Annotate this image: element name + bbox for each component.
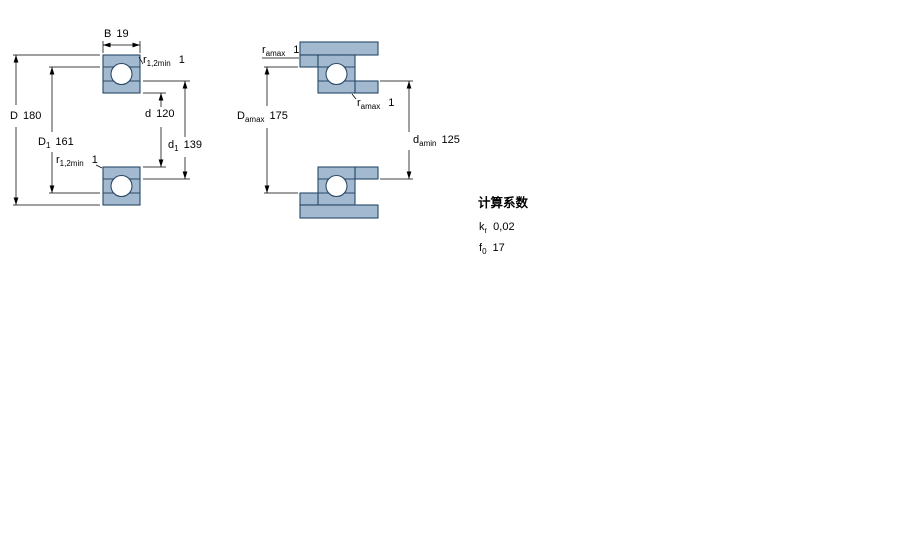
leader-r12-top [138,56,144,65]
housing-shoulder-top [299,54,319,68]
housing-band-top [299,41,379,56]
shaft-shoulder-top [354,80,379,94]
bearing-geometry-stroke [102,41,379,219]
housing-shoulder-bottom [299,192,319,206]
right-ball-bottom [325,174,348,198]
bearing-geometry [102,41,379,219]
right-ball-top [325,62,348,86]
housing-band-bottom [299,204,379,219]
calc-factors-title: 计算系数 [478,195,529,210]
left-ball-top [110,62,133,86]
dimension-lines [13,41,413,206]
leader-r12-bottom [95,164,103,169]
right-bearing-top-half [317,54,356,94]
shaft-shoulder-bottom [354,166,379,180]
leader-ra-mid [351,93,357,100]
left-ball-bottom [110,174,133,198]
